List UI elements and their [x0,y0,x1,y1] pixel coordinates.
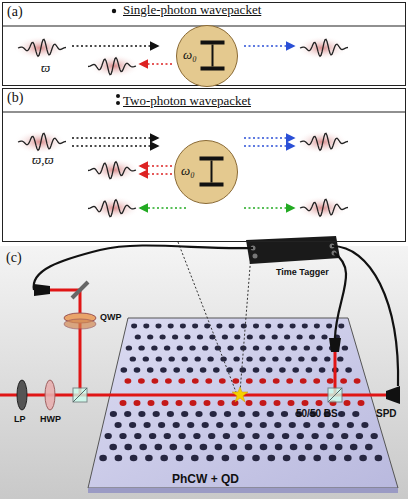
frequency-label: ω₀ [183,47,197,63]
wavepacket [88,158,140,182]
panel-heading: Two-photon wavepacket [123,93,251,109]
panel-letter: (c) [6,250,22,266]
panel-letter: (b) [7,90,23,106]
frequency-label: ϖ,ϖ [32,152,54,168]
wavepacket [296,130,348,154]
wavepacket [296,196,348,220]
instrument-label: Time Tagger [276,267,329,277]
panel-letter: (a) [7,4,23,20]
wavepacket [14,130,66,154]
optic-label: LP [14,414,26,424]
detector-label: SPD [376,408,397,419]
panel-box: (a) Single-photon wavepacket ω₀ [2,2,406,86]
wavepacket [88,54,140,78]
panel-box: (b) Two-photon wavepacket ω₀ [2,88,406,242]
optic-label: HWP [40,414,61,424]
two-level-emitter: ω₀ [174,140,238,204]
frequency-label: ω₀ [181,163,195,179]
wavepacket [296,36,348,60]
wavepacket [14,36,66,60]
two-level-emitter: ω₀ [176,25,238,87]
wavepacket [88,196,140,220]
optic-label: QWP [100,312,122,322]
sample-label: PhCW + QD [172,472,239,486]
optic-label: 50/50 BS [296,408,338,419]
panel-heading: Single-photon wavepacket [123,2,261,18]
frequency-label: ϖ [41,60,50,76]
